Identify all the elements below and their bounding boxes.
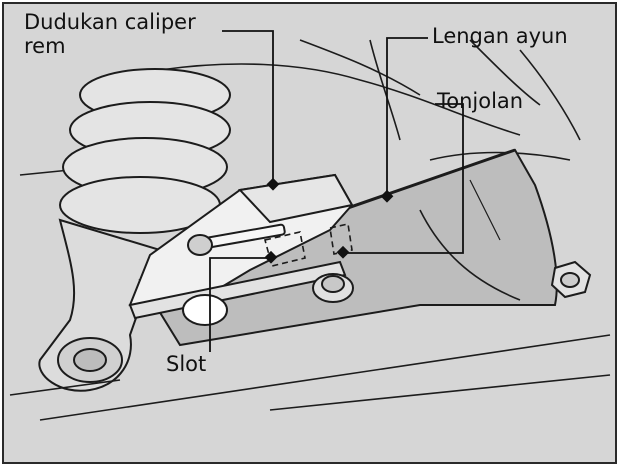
caliper-bracket <box>128 173 354 326</box>
label-caliper-bracket-line2: rem <box>24 34 66 58</box>
bolts <box>187 234 592 303</box>
leader-caliper-bracket <box>222 30 274 185</box>
lower-lines <box>9 334 611 421</box>
label-slot: Slot <box>166 352 207 376</box>
leader-slot <box>209 257 271 352</box>
label-caliper-bracket: Dudukan caliper rem <box>24 10 196 58</box>
label-caliper-bracket-line1: Dudukan caliper <box>24 10 196 34</box>
shock-spring <box>59 68 231 234</box>
leader-lines <box>209 30 464 352</box>
leader-boss <box>343 103 464 254</box>
leader-dots <box>264 177 394 264</box>
shock-lower-body <box>38 218 162 392</box>
label-swingarm: Lengan ayun <box>432 24 568 48</box>
leader-swingarm <box>386 37 428 197</box>
background-strokes <box>19 39 581 176</box>
label-boss: Tonjolan <box>437 89 524 113</box>
